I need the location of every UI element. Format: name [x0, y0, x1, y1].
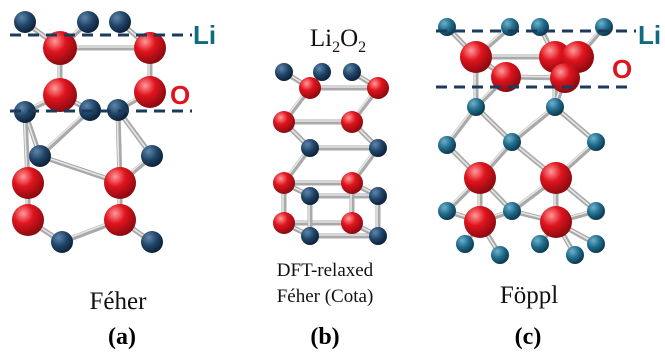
lithium-atom — [29, 145, 51, 167]
lithium-atom — [531, 235, 549, 253]
lithium-atom — [141, 231, 163, 253]
lithium-atom — [313, 63, 331, 81]
oxygen-atom — [540, 162, 572, 194]
panel-b-atoms — [273, 63, 389, 245]
bond-highlight — [510, 105, 555, 142]
lithium-atom — [301, 227, 319, 245]
lithium-atom — [546, 98, 564, 116]
lithium-atom — [51, 231, 73, 253]
panel-a-bonds — [22, 19, 155, 245]
panel-b-dft-relaxed-structure: Li2O2 DFT-relaxed Féher (Cota) (b) — [273, 25, 389, 350]
oxygen-atom — [341, 172, 363, 194]
bond — [509, 104, 558, 145]
lithium-atom — [531, 18, 549, 36]
lithium-atom — [503, 202, 521, 220]
lithium-atom — [301, 139, 319, 157]
lithium-atom — [491, 246, 509, 264]
oxygen-atom — [104, 204, 136, 236]
oxygen-atom — [299, 77, 321, 99]
lithium-atom — [109, 11, 131, 33]
panel-a-feher-structure: Li O Féher (a) — [10, 11, 216, 350]
oxygen-atom — [540, 206, 572, 238]
lithium-atom — [438, 202, 456, 220]
lithium-atom — [343, 63, 361, 81]
oxygen-atom — [43, 78, 77, 112]
lithium-atom — [301, 187, 319, 205]
lithium-atom — [456, 235, 474, 253]
panel-a-subcaption: (a) — [108, 324, 136, 350]
bond — [37, 107, 93, 159]
lithium-atom — [503, 133, 521, 151]
lithium-atom — [587, 133, 605, 151]
panel-c-atoms — [438, 18, 613, 264]
oxygen-atom — [464, 206, 496, 238]
oxygen-atom — [104, 167, 136, 199]
oxygen-atom — [273, 111, 295, 133]
oxygen-atom — [134, 32, 166, 64]
lithium-atom — [77, 11, 99, 33]
oxygen-atom — [367, 77, 389, 99]
oxygen-atom — [341, 111, 363, 133]
panel-b-subcaption: (b) — [310, 324, 339, 350]
lithium-atom — [501, 18, 519, 36]
li-layer-label: Li — [193, 20, 216, 50]
bond-highlight — [38, 108, 90, 156]
oxygen-atom — [460, 41, 492, 73]
panel-a-atoms — [12, 11, 166, 253]
oxygen-atom — [273, 172, 295, 194]
panel-b-caption-line1: DFT-relaxed — [277, 260, 374, 281]
lithium-atom — [14, 11, 36, 33]
lithium-atom — [587, 202, 605, 220]
panel-b-bonds — [281, 69, 381, 239]
oxygen-atom — [491, 62, 521, 92]
oxygen-atom — [273, 212, 295, 234]
panel-b-caption-line2: Féher (Cota) — [277, 286, 374, 307]
lithium-atom — [438, 18, 456, 36]
oxygen-atom — [12, 167, 44, 199]
o-layer-label: O — [170, 80, 190, 110]
panel-c-foppl-structure: Li O Föppl (c) — [436, 18, 661, 350]
oxygen-atom — [341, 212, 363, 234]
oxygen-atom — [134, 76, 166, 108]
lithium-atom — [141, 145, 163, 167]
lithium-atom — [566, 246, 584, 264]
oxygen-atom — [12, 204, 44, 236]
oxygen-atom — [43, 31, 77, 65]
lithium-atom — [587, 235, 605, 253]
lithium-atom — [369, 139, 387, 157]
lithium-atom — [595, 18, 613, 36]
o-layer-label: O — [612, 54, 632, 84]
lithium-atom — [369, 187, 387, 205]
lithium-atom — [275, 63, 293, 81]
lithium-atom — [14, 101, 36, 123]
oxygen-atom — [464, 162, 496, 194]
panel-a-caption: Féher — [90, 288, 148, 315]
panel-c-caption: Föppl — [500, 282, 558, 309]
formula-li2o2: Li2O2 — [310, 25, 366, 56]
lithium-atom — [467, 98, 485, 116]
li-layer-label: Li — [638, 20, 661, 50]
panel-c-subcaption: (c) — [515, 324, 542, 350]
lithium-atom — [438, 136, 456, 154]
lithium-atom — [369, 227, 387, 245]
